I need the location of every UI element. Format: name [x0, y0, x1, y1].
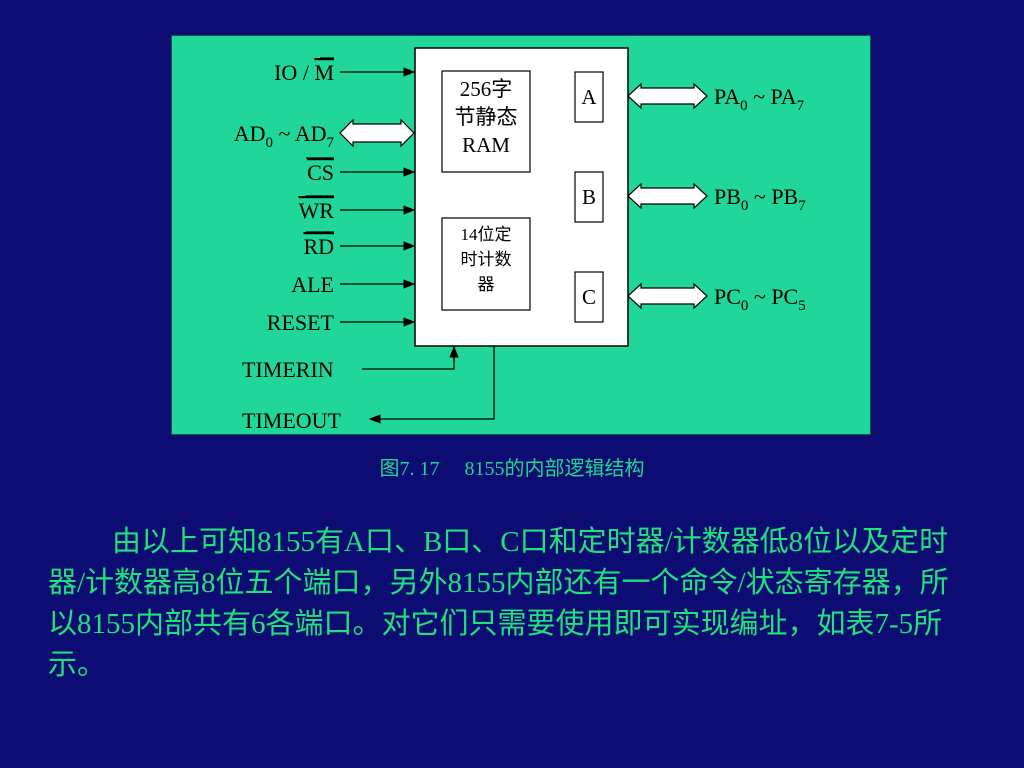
- signal-label-ale: ALE: [291, 272, 334, 297]
- timeout-arrow: [368, 346, 495, 424]
- port-pins-b: PB0 ~ PB7: [714, 184, 806, 214]
- port-bus-arrow-a: [627, 82, 708, 110]
- timerin-arrow: [362, 345, 459, 370]
- signal-label-ad: AD0 ~ AD7: [234, 121, 335, 151]
- port-box-b: [574, 171, 604, 223]
- timer-block: [441, 217, 531, 311]
- signal-label-timerin: TIMERIN: [242, 357, 334, 382]
- port-box-c: [574, 271, 604, 323]
- port-pins-a: PA0 ~ PA7: [714, 84, 805, 114]
- signal-label-wr: WR: [299, 198, 335, 223]
- figure-caption: 图7. 17 8155的内部逻辑结构: [379, 458, 645, 480]
- ram-block: [441, 70, 531, 173]
- signal-label-rd: RD: [303, 234, 334, 259]
- signal-label-cs: CS: [307, 160, 334, 185]
- ram-label-line-1: 256字: [460, 77, 513, 101]
- ram-label-line-2: 节静态: [455, 105, 518, 129]
- port-bus-arrow-c: [627, 282, 708, 310]
- port-box-a: [574, 71, 604, 123]
- signal-label-timeout: TIMEOUT: [242, 408, 342, 433]
- timer-label-line-3: 器: [478, 275, 495, 294]
- timer-label-line-2: 时计数: [461, 250, 512, 269]
- signal-label-io-m: IO / M: [274, 60, 334, 85]
- bus-arrow-ad: [339, 118, 415, 148]
- port-pins-c: PC0 ~ PC5: [714, 284, 806, 314]
- body-paragraph: 由以上可知8155有A口、B口、C口和定时器/计数器低8位以及定时器/计数器高8…: [48, 526, 949, 681]
- port-label-c: C: [582, 285, 596, 309]
- ram-label-line-3: RAM: [462, 133, 510, 157]
- port-label-b: B: [582, 185, 596, 209]
- signal-label-reset: RESET: [267, 310, 335, 335]
- chip-diagram: 256字 节静态 RAM 14位定 时计数 器 A B C PA0 ~ PA7PB0…: [234, 47, 806, 433]
- port-bus-arrow-b: [627, 182, 708, 210]
- port-label-a: A: [581, 85, 597, 109]
- timer-label-line-1: 14位定: [461, 225, 512, 244]
